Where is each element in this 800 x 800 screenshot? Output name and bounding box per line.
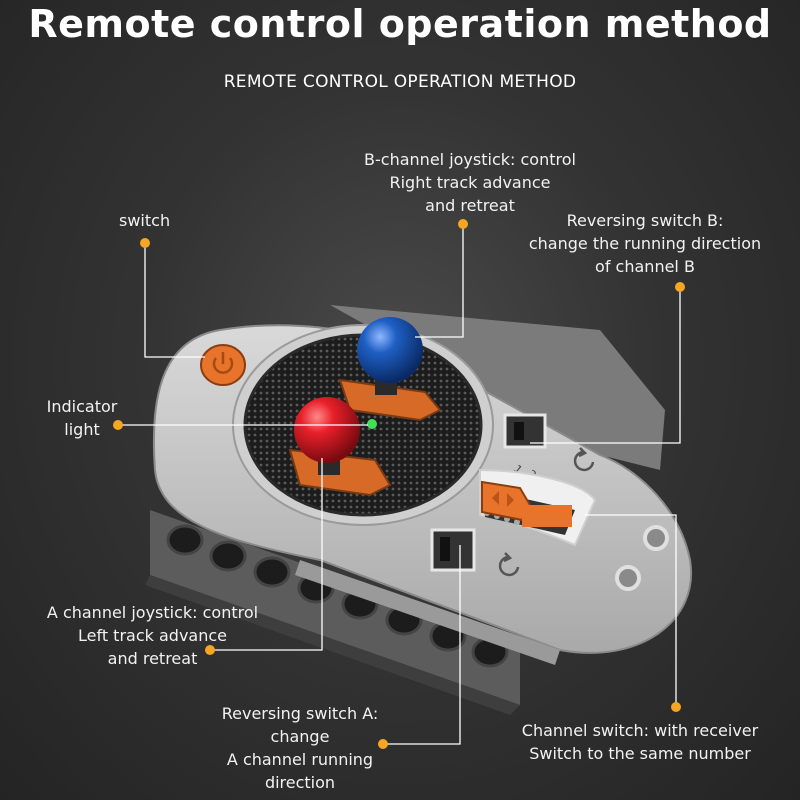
power-switch[interactable] bbox=[200, 344, 246, 386]
arrows-icon bbox=[492, 491, 514, 507]
b-channel-joystick-label: B-channel joystick: control Right track … bbox=[364, 150, 576, 215]
power-icon bbox=[212, 352, 234, 374]
technic-beam bbox=[145, 510, 520, 715]
switch-label: switch bbox=[119, 211, 171, 230]
page-subtitle: REMOTE CONTROL OPERATION METHOD bbox=[223, 72, 577, 92]
leader-dots bbox=[113, 219, 685, 749]
reversing-switch-b[interactable] bbox=[503, 413, 547, 449]
indicator-light-label: Indicator light bbox=[46, 397, 118, 439]
b-channel-joystick[interactable] bbox=[357, 317, 423, 383]
reversing-switch-b-label: Reversing switch B: change the running d… bbox=[528, 211, 762, 276]
channel-switch-label: Channel switch: with receiver Switch to … bbox=[521, 721, 759, 763]
page-title: Remote control operation method bbox=[28, 2, 772, 46]
a-channel-joystick[interactable] bbox=[294, 397, 360, 463]
reversing-switch-a[interactable] bbox=[430, 528, 476, 572]
channel-switch[interactable] bbox=[481, 480, 572, 527]
indicator-light bbox=[367, 419, 377, 429]
a-channel-joystick-label: A channel joystick: control Left track a… bbox=[46, 603, 259, 668]
leader-lines bbox=[118, 224, 681, 745]
rotate-icon bbox=[573, 447, 595, 472]
rotate-icon bbox=[498, 552, 520, 577]
reversing-switch-a-label: Reversing switch A: change A channel run… bbox=[221, 704, 379, 792]
